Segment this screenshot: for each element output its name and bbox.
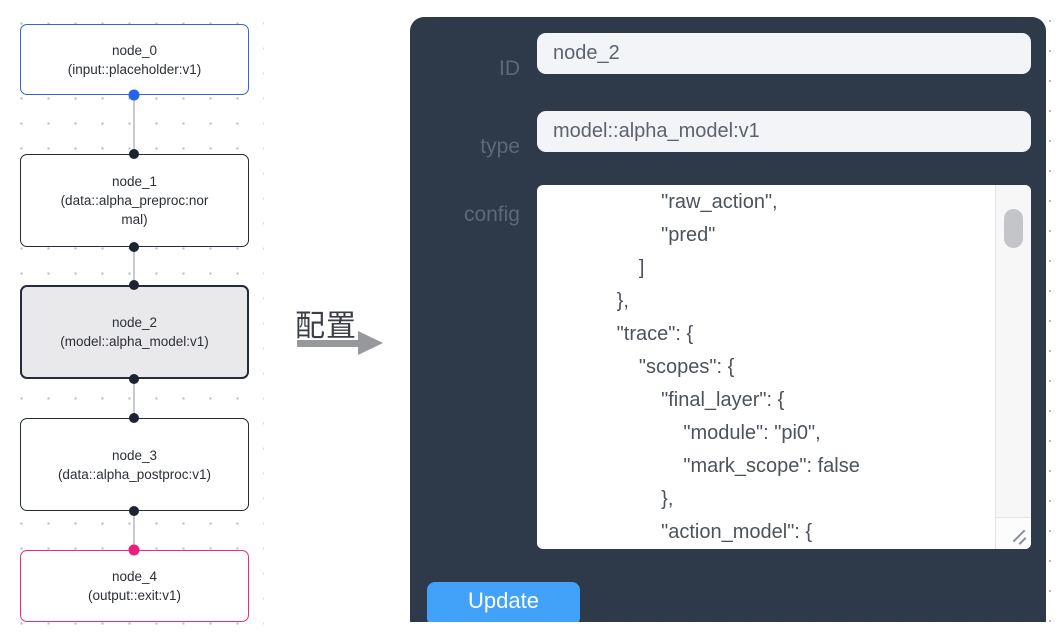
node-subtitle: (data::alpha_postproc:v1)	[57, 466, 212, 482]
edge-node3-node4	[133, 511, 135, 551]
right-arrow-head-icon	[358, 331, 383, 355]
update-button[interactable]: Update	[427, 582, 580, 622]
graph-node-node0[interactable]: node_0 (input::placeholder:v1)	[20, 24, 249, 95]
config-scrollbar-track[interactable]	[995, 185, 1031, 549]
port-node1-in[interactable]	[129, 149, 139, 159]
pipeline-canvas[interactable]: node_0 (input::placeholder:v1) node_1 (d…	[0, 0, 264, 643]
node-subtitle: (input::placeholder:v1)	[67, 61, 202, 77]
node-title: node_3	[111, 447, 158, 463]
node-title: node_1	[111, 174, 158, 189]
graph-node-node4[interactable]: node_4 (output::exit:v1)	[20, 550, 249, 622]
type-input[interactable]	[537, 111, 1031, 152]
graph-node-node1[interactable]: node_1 (data::alpha_preproc:normal)	[20, 154, 249, 247]
node-subtitle: (data::alpha_preproc:normal)	[60, 193, 209, 227]
port-node1-out[interactable]	[129, 242, 139, 252]
node-subtitle: (model::alpha_model:v1)	[60, 334, 209, 349]
config-scrollbar-thumb[interactable]	[1004, 209, 1023, 248]
config-textarea[interactable]: "raw_action", "pred" ] }, "trace": { "sc…	[537, 185, 1031, 549]
node-title: node_0	[111, 42, 158, 58]
detail-canvas[interactable]: ID type config "raw_action", "pred" ] },…	[393, 0, 1062, 627]
port-node3-out[interactable]	[129, 506, 139, 516]
node-title: node_4	[111, 569, 158, 584]
edge-node0-node1	[133, 95, 135, 155]
node-subtitle: (output::exit:v1)	[87, 588, 182, 603]
port-node4-in[interactable]	[128, 544, 140, 556]
id-input[interactable]	[537, 33, 1031, 74]
graph-node-node3[interactable]: node_3 (data::alpha_postproc:v1)	[20, 418, 249, 511]
type-field-label: type	[480, 135, 520, 158]
textarea-resize-grip-icon[interactable]	[995, 517, 1031, 549]
graph-node-node2-selected[interactable]: node_2 (model::alpha_model:v1)	[20, 285, 249, 379]
port-node2-out[interactable]	[129, 374, 139, 384]
node-config-panel: ID type config "raw_action", "pred" ] },…	[410, 17, 1046, 622]
edge-node1-node2	[133, 247, 135, 286]
port-node0-out[interactable]	[128, 89, 140, 101]
config-field-label: config	[463, 203, 520, 226]
edge-node2-node3	[133, 379, 135, 419]
port-node2-in[interactable]	[129, 280, 139, 290]
id-field-label: ID	[499, 57, 520, 80]
port-node3-in[interactable]	[129, 413, 139, 423]
config-annotation-label: 配置	[295, 310, 357, 343]
node-title: node_2	[111, 315, 158, 330]
config-json-text[interactable]: "raw_action", "pred" ] }, "trace": { "sc…	[616, 191, 860, 543]
right-arrow-icon	[297, 340, 360, 347]
